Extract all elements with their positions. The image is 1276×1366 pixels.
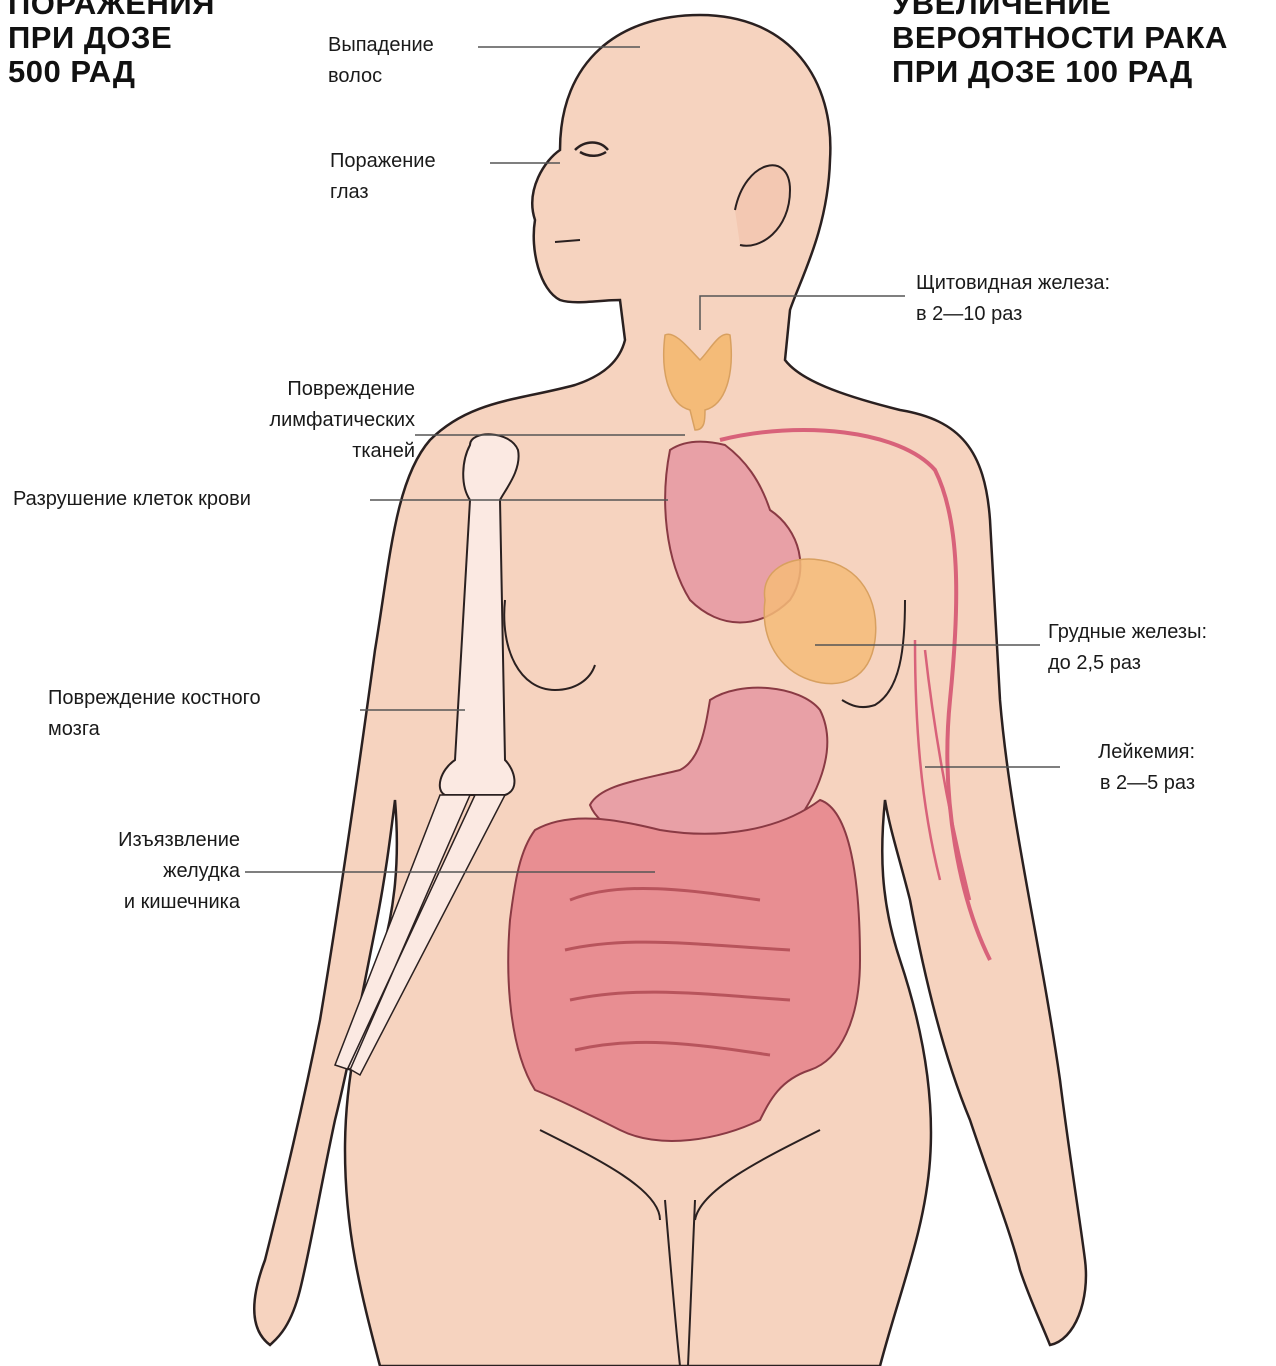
label-thyroid: Щитовидная железа: в 2—10 раз	[916, 268, 1110, 330]
label-eye-damage: Поражение глаз	[330, 146, 436, 208]
right-header: УВЕЛИЧЕНИЕ ВЕРОЯТНОСТИ РАКА ПРИ ДОЗЕ 100…	[892, 0, 1228, 89]
label-hair-loss: Выпадение волос	[328, 30, 434, 92]
label-ulceration: Изъязвление желудка и кишечника	[40, 825, 240, 918]
label-lymph-damage: Повреждение лимфатических тканей	[190, 374, 415, 467]
label-bone-marrow: Повреждение костного мозга	[48, 683, 261, 745]
left-header: ПОРАЖЕНИЯ ПРИ ДОЗЕ 500 РАД	[8, 0, 215, 89]
label-breast: Грудные железы: до 2,5 раз	[1048, 617, 1207, 679]
label-blood-cells: Разрушение клеток крови	[13, 484, 251, 515]
label-leukemia: Лейкемия: в 2—5 раз	[1020, 737, 1195, 799]
body-silhouette	[254, 15, 1086, 1366]
